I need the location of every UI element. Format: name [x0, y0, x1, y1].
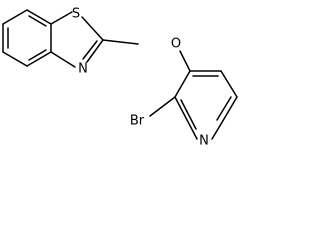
- bond-c2-n: [86, 39, 104, 63]
- pyridine-ring: [174, 70, 238, 140]
- bond-c7a-s: [50, 11, 73, 25]
- bond-c2-c3: [174, 70, 191, 98]
- bond-benzene-1: [26, 9, 52, 25]
- bond-o-c3: [179, 50, 191, 72]
- atom-thiazole-nitrogen-label: N: [78, 62, 88, 77]
- bond-c2-o: [102, 39, 139, 45]
- bond-c2-br: [149, 96, 176, 117]
- atom-sulfur-label: S: [72, 7, 80, 22]
- bond-benzene-4: [2, 51, 28, 67]
- chemical-structure-diagram: S O N N Br: [2, 7, 238, 149]
- bond-benzene-double-1: [28, 15, 47, 27]
- atom-oxygen-label: O: [171, 37, 181, 52]
- bond-benzene-3: [26, 51, 52, 67]
- bond-s-c2: [81, 16, 104, 41]
- bond-c4-c5: [220, 70, 238, 98]
- benzene-ring: [2, 9, 52, 67]
- bond-benzene-double-2: [28, 49, 47, 61]
- bond-n-c2: [174, 96, 198, 140]
- bond-c6-n: [211, 123, 222, 140]
- atom-bromine-label: Br: [130, 114, 145, 129]
- bond-benzene-6: [2, 9, 28, 25]
- atom-pyridine-nitrogen-label: N: [199, 134, 209, 149]
- bond-pyridine-double-3: [180, 99, 197, 130]
- bond-pyridine-double-2: [216, 96, 232, 121]
- thiazole-ring: [50, 11, 104, 68]
- bond-c2-n-double: [82, 40, 98, 60]
- bond-n-c3a: [50, 51, 76, 68]
- bond-c5-c6: [220, 96, 238, 125]
